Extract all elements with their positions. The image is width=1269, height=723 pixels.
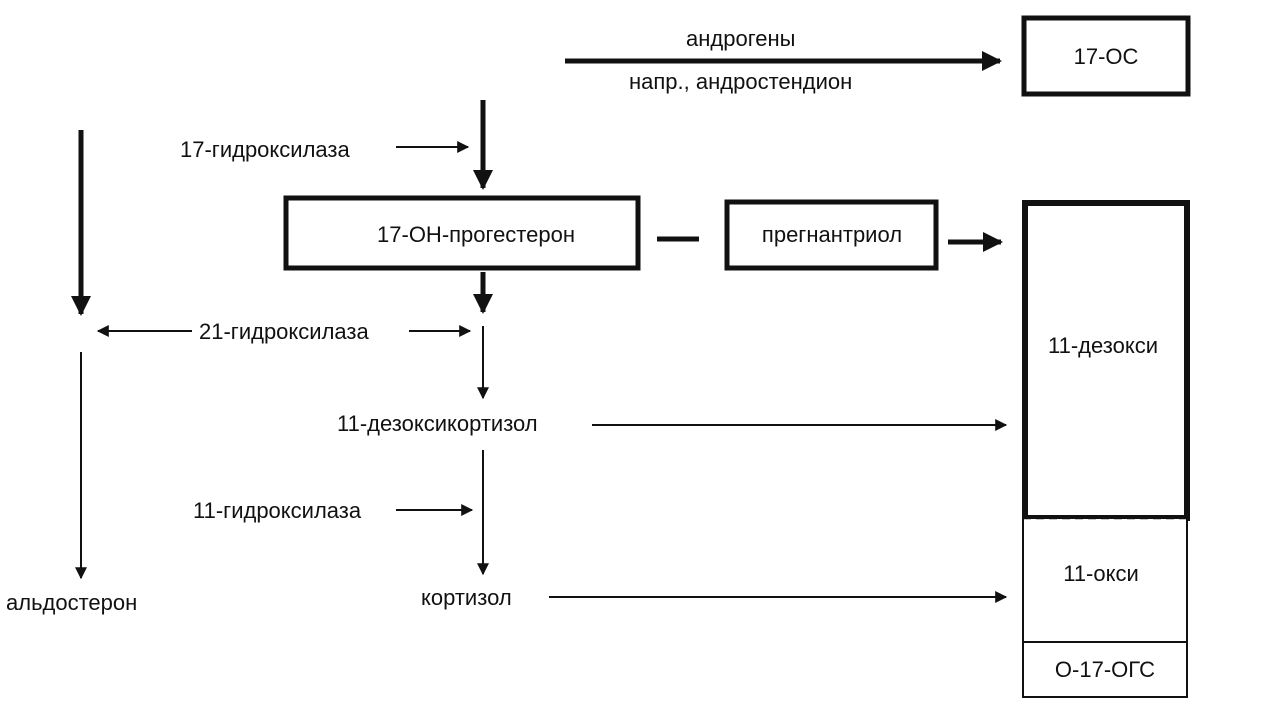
box-17oh-progesterone bbox=[283, 195, 641, 271]
box-17os bbox=[1021, 15, 1191, 97]
column-o17ogs-label: О-17-ОГС bbox=[1055, 657, 1155, 682]
box-17oh-progesterone-label: 17-ОН-прогестерон bbox=[377, 222, 575, 247]
column-11-oxy-label: 11-окси bbox=[1063, 561, 1139, 586]
box-pregnanetriol bbox=[724, 199, 939, 271]
column-11-oxy-box bbox=[1022, 517, 1188, 643]
aldosterone-label: альдостерон bbox=[6, 590, 137, 615]
column-11-deoxy-label: 11-дезокси bbox=[1048, 333, 1158, 358]
androgens-example-label: напр., андростендион bbox=[629, 69, 852, 94]
deoxycortisol-11-label: 11-дезоксикортизол bbox=[337, 411, 538, 436]
column-11-deoxy-box bbox=[1022, 200, 1190, 521]
cortisol-label: кортизол bbox=[421, 585, 512, 610]
box-pregnanetriol-label: прегнантриол bbox=[762, 222, 902, 247]
hydroxylase-11-label: 11-гидроксилаза bbox=[193, 498, 362, 523]
column-o17ogs-box bbox=[1022, 641, 1188, 698]
hydroxylase-17-label: 17-гидроксилаза bbox=[180, 137, 350, 162]
hydroxylase-21-label: 21-гидроксилаза bbox=[199, 319, 369, 344]
box-17os-label: 17-ОС bbox=[1074, 44, 1139, 69]
androgens-label: андрогены bbox=[686, 26, 795, 51]
